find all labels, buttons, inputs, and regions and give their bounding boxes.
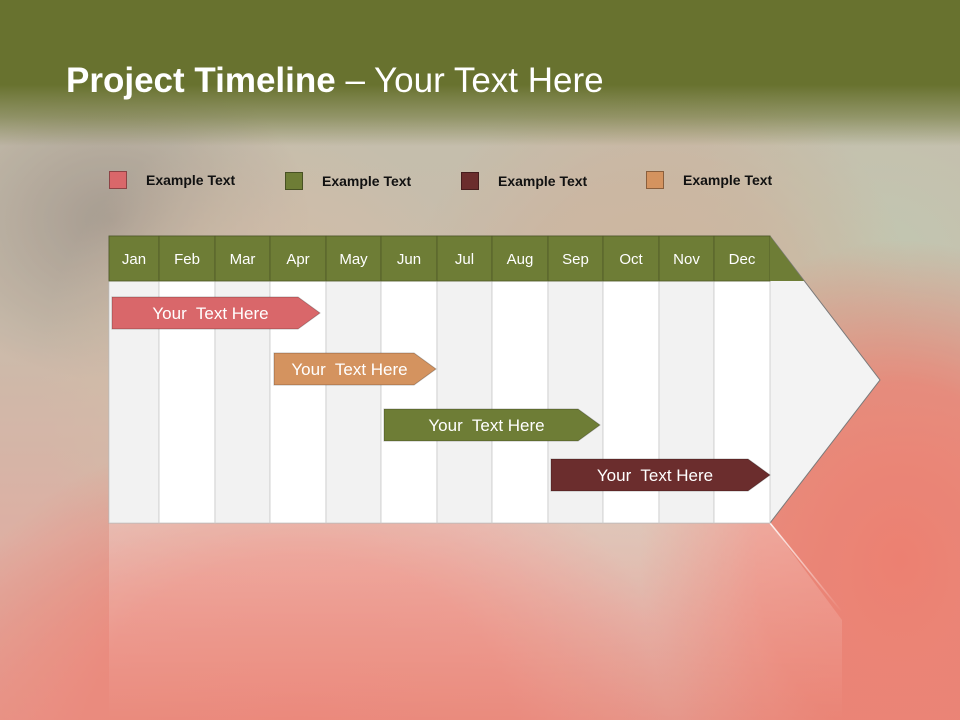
- month-label-jun: Jun: [397, 251, 421, 268]
- month-label-mar: Mar: [230, 251, 256, 268]
- month-header-cell-jun: [380, 235, 438, 282]
- month-header-cell-mar: [214, 235, 271, 282]
- month-column-jul: [436, 280, 493, 524]
- month-label-jan: Jan: [122, 251, 146, 268]
- task-bar-3-label: Your Text Here: [428, 416, 544, 435]
- header-arrow-tip: [770, 236, 804, 281]
- legend-item: Example Text: [646, 171, 772, 189]
- title-bar: Project Timeline – Your Text Here: [0, 0, 960, 146]
- legend-label: Example Text: [146, 172, 236, 188]
- month-header-cell-oct: [602, 235, 660, 282]
- task-bar-4-label: Your Text Here: [597, 466, 713, 485]
- chart-reflection: [109, 523, 842, 720]
- month-label-dec: Dec: [729, 251, 756, 268]
- legend-item: Example Text: [461, 172, 587, 190]
- page-title: Project Timeline – Your Text Here: [66, 60, 604, 102]
- title-bold-part: Project Timeline: [66, 61, 336, 100]
- legend-swatch-maroon: [461, 172, 479, 190]
- legend-swatch-green: [285, 172, 303, 190]
- legend-label: Example Text: [683, 172, 773, 188]
- legend-item: Example Text: [285, 172, 411, 190]
- reflection-edge-right: [769, 522, 843, 613]
- legend-label: Example Text: [498, 173, 588, 189]
- month-header-cell-jul: [436, 235, 493, 282]
- month-column-aug: [491, 280, 549, 524]
- month-header-cell-dec: [713, 235, 771, 282]
- month-label-may: May: [339, 251, 368, 268]
- month-header-cell-apr: [269, 235, 327, 282]
- month-header-cell-nov: [658, 235, 715, 282]
- legend-swatch-tan: [646, 171, 664, 189]
- task-bar-3: [383, 408, 601, 442]
- task-bar-1: [111, 296, 321, 330]
- month-label-sep: Sep: [562, 251, 589, 268]
- month-header-cell-sep: [547, 235, 604, 282]
- month-label-oct: Oct: [619, 251, 643, 268]
- month-label-aug: Aug: [507, 251, 534, 268]
- month-header-cell-feb: [158, 235, 216, 282]
- legend-item: Example Text: [109, 171, 235, 189]
- month-labels: Jan Feb Mar Apr May Jun Jul Aug Sep Oct …: [122, 251, 756, 268]
- legend-label: Example Text: [322, 173, 412, 189]
- month-label-nov: Nov: [673, 251, 700, 268]
- month-label-apr: Apr: [286, 251, 309, 268]
- month-header-cell-may: [325, 235, 382, 282]
- task-bar-1-label: Your Text Here: [152, 304, 268, 323]
- month-column-jun: [380, 280, 438, 524]
- task-bars: Your Text Here Your Text Here Your Text …: [111, 296, 771, 492]
- month-header-cell-jan: [108, 235, 160, 282]
- task-bar-4: [550, 458, 771, 492]
- task-bar-2-label: Your Text Here: [291, 360, 407, 379]
- month-column-may: [325, 280, 382, 524]
- legend-swatch-red: [109, 171, 127, 189]
- task-bar-2: [273, 352, 437, 386]
- month-label-jul: Jul: [455, 251, 474, 268]
- month-header-cell-aug: [491, 235, 549, 282]
- title-rest-part: – Your Text Here: [335, 61, 604, 100]
- month-label-feb: Feb: [174, 251, 200, 268]
